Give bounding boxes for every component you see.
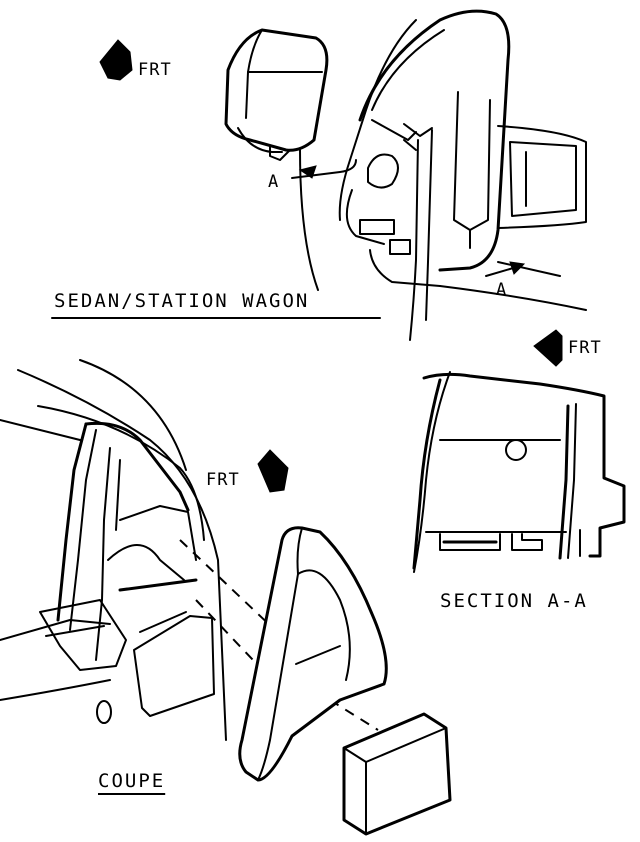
trim-cover-part [224, 28, 329, 161]
section-line-upper [291, 159, 357, 179]
front-arrow-section-icon [533, 329, 563, 367]
frt-label-top: FRT [138, 60, 172, 80]
coupe-view [0, 359, 452, 836]
sedan-wagon-caption: SEDAN/STATION WAGON [54, 290, 310, 312]
frt-label-section: FRT [568, 338, 602, 358]
front-arrow-coupe-icon [257, 449, 289, 493]
coupe-block-part [342, 712, 452, 836]
frt-label-coupe: FRT [206, 470, 240, 490]
section-marker-upper: A [268, 172, 280, 192]
door-frame [439, 125, 587, 311]
section-arrow-lower-icon [509, 261, 526, 275]
coupe-caption: COUPE [98, 770, 166, 792]
section-marker-lower: A [496, 280, 508, 300]
front-arrow-icon [99, 39, 133, 81]
section-caption: SECTION A-A [440, 590, 588, 612]
section-arrow-upper-icon [298, 165, 317, 179]
section-aa-view [412, 329, 626, 573]
pillar-body [299, 9, 511, 341]
sedan-wagon-view [51, 9, 587, 341]
coupe-pillar-trim-part [238, 526, 388, 782]
